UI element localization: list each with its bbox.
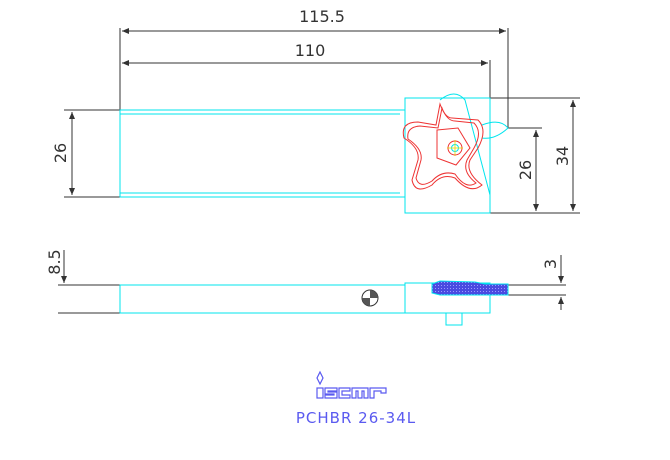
center-mark: [447, 140, 463, 156]
dim-head-height-total: 34: [553, 146, 572, 166]
tool-outline: [119, 93, 509, 326]
insert-star: [402, 102, 484, 190]
part-number: PCHBR 26-34L: [296, 409, 416, 427]
centerline-symbol-icon: [361, 289, 379, 307]
dim-shank-height: 26: [51, 143, 70, 163]
iscar-logo: [316, 370, 387, 399]
dim-shank-width: 8.5: [45, 249, 64, 274]
dim-shank-length: 110: [295, 41, 326, 60]
dim-head-height-left: 26: [516, 160, 535, 180]
dim-blade-width: 3: [541, 259, 560, 269]
dimension-lines: [58, 28, 580, 314]
insert-side-view: [431, 280, 509, 296]
dim-overall-length: 115.5: [299, 7, 345, 26]
